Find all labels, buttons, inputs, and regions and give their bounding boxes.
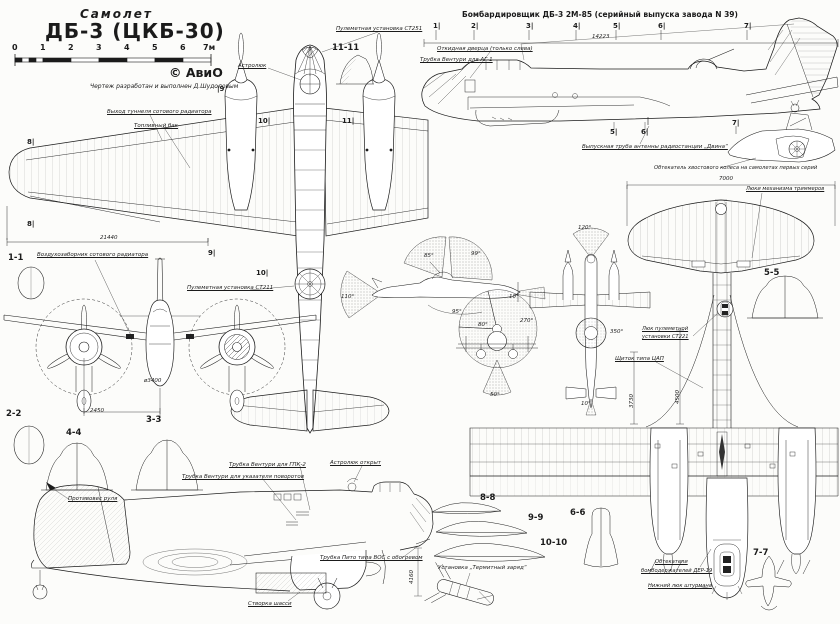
angle-50: 50°: [490, 392, 500, 398]
dim-3730: 3730: [629, 394, 635, 408]
frame-8a: 8|: [27, 138, 35, 146]
drawing-rear-side-view: [31, 465, 494, 610]
callout-fuel-tank: Топливный бак: [134, 123, 178, 129]
frame-11a: 11|: [342, 117, 355, 125]
callout-radiator-outlet: Выход туннеля сотового радиатора: [107, 109, 212, 115]
drawing-tail-plan: [469, 181, 839, 600]
frame-10b: 10|: [256, 269, 269, 277]
station-4: 4|: [573, 22, 581, 30]
callout-turret-st251: Пулеметная установка СТ251: [336, 26, 423, 32]
page-title: ДБ-3 (ЦКБ-30): [45, 19, 225, 43]
scale-tick-7: 7м: [203, 43, 216, 52]
dim-2450: 2450: [90, 408, 104, 414]
copyright: © АвиО: [169, 65, 223, 80]
drawing-section-profiles: [13, 54, 823, 611]
callout-turret-hatch-1: Люк пулеметной: [642, 326, 689, 332]
frame-10a: 10|: [258, 117, 271, 125]
section-8-8: 8-8: [480, 493, 496, 503]
callout-bomb-rack-2: бомбодержателей ДЕР-19: [641, 568, 713, 574]
callout-bomb-rack-1: Обтекатели: [655, 559, 688, 565]
callout-astrohatch-open: Астролюк открыт: [330, 460, 381, 466]
dim-7000: 7000: [719, 176, 733, 182]
callout-astrohatch: Астролюк: [238, 63, 267, 69]
dim-21440: 21440: [100, 235, 118, 241]
drawing-firing-arcs: [340, 227, 651, 416]
callout-flap-tsap: Щиток типа ЦАП: [615, 356, 664, 362]
callout-turret-hatch-2: установки СТ221: [642, 334, 689, 340]
station-7-detail: 7|: [732, 119, 740, 127]
section-3-3: 3-3: [146, 415, 162, 425]
section-11-11: 11-11: [332, 43, 360, 53]
callout-venturi-ag1: Трубка Вентури для АГ-1: [420, 57, 493, 63]
section-7-7: 7-7: [753, 548, 769, 558]
scale-tick-6: 6: [180, 43, 186, 52]
angle-10a: 10°: [509, 294, 519, 300]
section-9-9: 9-9: [528, 513, 544, 523]
callout-venturi-gpk2: Трубка Вентури для ГПК-2: [229, 462, 306, 468]
angle-350: 350°: [610, 329, 624, 335]
scale-tick-5: 5: [152, 43, 158, 52]
section-6-6: 6-6: [570, 508, 586, 518]
callout-thermite: Установка „Термитный заряд“: [438, 565, 527, 571]
station-6b: 6|: [641, 128, 649, 136]
callout-navigator-hatch: Нижний люк штурмана: [648, 583, 712, 589]
dim-4500: 4500: [675, 390, 681, 404]
callout-turret-st211: Пулеметная установка СТ211: [187, 285, 274, 291]
scale-tick-3: 3: [96, 43, 102, 52]
scale-tick-2: 2: [68, 43, 74, 52]
callout-tailwheel-fairing: Обтекатель хвостового колеса на самолета…: [654, 165, 818, 171]
callout-dvina-antenna: Выпускная труба антенны радиостанции „Дв…: [582, 144, 728, 150]
station-2: 2|: [471, 22, 479, 30]
scale-tick-4: 4: [124, 43, 130, 52]
callout-pitot: Трубка Пито типа ВОС с обогревом: [320, 555, 423, 561]
frame-8b: 8|: [27, 220, 35, 228]
station-1: 1|: [433, 22, 441, 30]
callout-gear-door: Створка шасси: [248, 601, 292, 607]
station-5b: 5|: [610, 128, 618, 136]
section-1-1: 1-1: [8, 253, 24, 263]
station-3: 3|: [526, 22, 534, 30]
callout-venturi-turn: Трубка Вентури для указателя поворотов: [182, 474, 304, 480]
side-view-title: Бомбардировщик ДБ-3 2М-85 (серийный выпу…: [462, 10, 738, 19]
frame-9a: |9: [217, 85, 225, 93]
section-10-10: 10-10: [540, 538, 568, 548]
angle-95: 95°: [452, 309, 462, 315]
plane-type-script: Самолет: [80, 7, 153, 21]
drawing-side-view: [421, 17, 839, 169]
dim-3400: ø3400: [144, 378, 162, 384]
section-4-4: 4-4: [66, 428, 82, 438]
section-5-5: 5-5: [764, 268, 780, 278]
callout-trimmer-hatches: Люки механизма триммеров: [746, 186, 825, 192]
angle-80: 80°: [478, 322, 488, 328]
section-2-2: 2-2: [6, 409, 22, 419]
callout-openable-door: Откидная дверца (только слева): [437, 46, 533, 52]
station-7: 7|: [744, 22, 752, 30]
angle-10b: 10°: [581, 401, 591, 407]
dim-14223: 14223: [592, 34, 610, 40]
drawing-front-view: [3, 257, 317, 416]
station-6: 6|: [658, 22, 666, 30]
station-5: 5|: [613, 22, 621, 30]
drawing-plan-view: [6, 31, 429, 434]
credit-line: Чертеж разработан и выполнен Д.Шудоловым: [90, 83, 239, 90]
scale-tick-0: 0: [12, 43, 18, 52]
scale-bar-graphic: [14, 54, 212, 66]
angle-85: 85°: [424, 253, 434, 259]
angle-270: 270°: [520, 318, 534, 324]
angle-120: 120°: [578, 225, 592, 231]
dim-4160: 4160: [409, 570, 415, 584]
callout-rudder-balance: Противовес руля: [68, 496, 118, 502]
angle-110: 110°: [341, 294, 355, 300]
frame-9b: 9|: [208, 249, 216, 257]
scale-tick-1: 1: [40, 43, 46, 52]
angle-99: 99°: [471, 251, 481, 257]
callout-radiator-intake: Воздухозаборник сотового радиатора: [37, 252, 149, 258]
